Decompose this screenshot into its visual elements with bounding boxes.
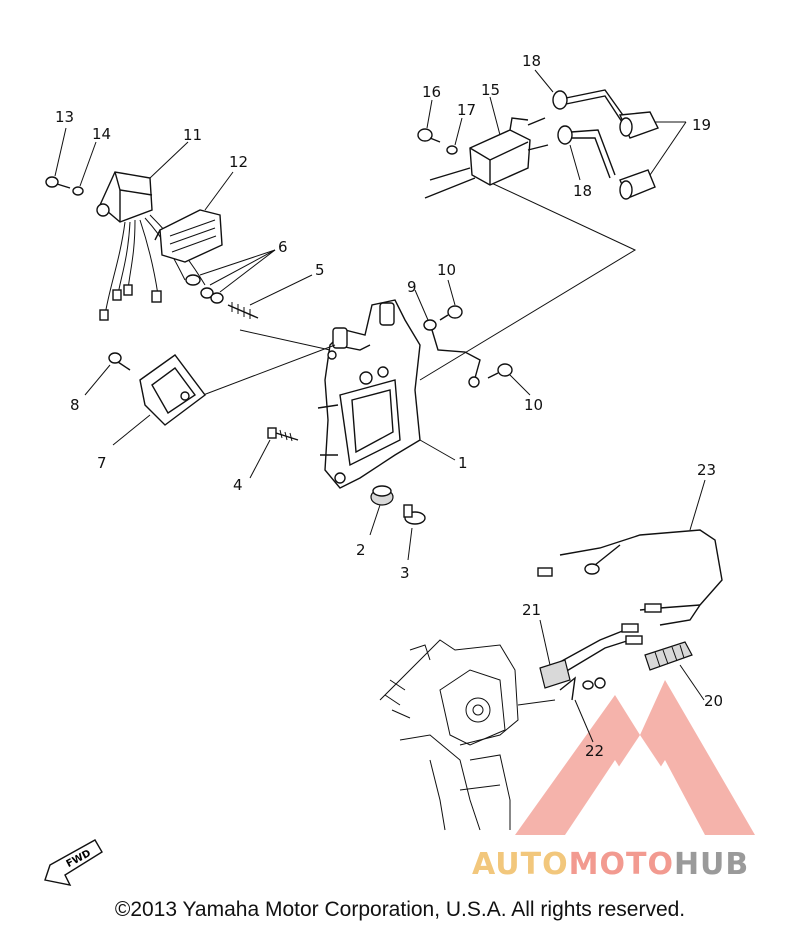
callout-15: 15 [481,81,500,99]
plug-cap-part-18a [552,89,626,123]
callout-6: 6 [278,238,288,256]
callout-12: 12 [229,153,248,171]
washer-part-14 [72,186,84,196]
screw-part-10a [439,305,463,321]
copyright-notice: ©2013 Yamaha Motor Corporation, U.S.A. A… [114,898,686,921]
callout-9: 9 [407,278,417,296]
callout-3: 3 [400,564,410,582]
watermark-hub: HUB [673,847,750,882]
callout-10b: 10 [524,396,543,414]
leader-lines [54,69,706,743]
callout-14: 14 [92,125,111,143]
screw-part-10b [487,363,513,379]
cdi-unit-part-11 [96,171,206,321]
bracket-part [317,299,421,489]
callout-18a: 18 [522,52,541,70]
wire-harness-part-23 [537,529,723,626]
callout-17: 17 [457,101,476,119]
callout-16: 16 [422,83,441,101]
plug-boot-part-19 [618,111,659,200]
callout-1: 1 [458,454,468,472]
washer-part-17 [446,145,458,155]
callout-19: 19 [692,116,711,134]
plug-cap-part-18b [557,125,616,179]
callout-22: 22 [585,742,604,760]
bolt-part-16 [417,128,441,143]
callout-11: 11 [183,126,202,144]
callout-21: 21 [522,601,541,619]
bolt-part-13 [45,176,71,189]
watermark-logo-icon [515,680,755,835]
callout-10a: 10 [437,261,456,279]
callout-23: 23 [697,461,716,479]
cover-part-7 [139,354,206,426]
callout-7: 7 [97,454,107,472]
callout-8: 8 [70,396,80,414]
screw-part-8 [108,352,131,371]
ground-lead-part-9 [423,319,481,388]
watermark-auto: AUTO [472,847,569,882]
callout-4: 4 [233,476,243,494]
washer-part-6 [185,274,224,304]
clip-part-22 [559,676,606,701]
callout-18b: 18 [573,182,592,200]
stop-switch-part-21 [539,623,643,689]
rectifier-part-12 [154,209,223,263]
sleeve-part-20 [644,641,693,671]
watermark-brand: AUTOMOTOHUB [472,847,749,882]
stud-part-5 [227,302,259,319]
callout-20: 20 [704,692,723,710]
callout-5: 5 [315,261,325,279]
watermark-moto: MOTO [568,847,674,882]
bolt-part-4 [267,427,299,442]
collar-bolt-part [403,504,426,525]
callout-2: 2 [356,541,366,559]
callout-13: 13 [55,108,74,126]
ignition-coil-part-15 [424,117,549,199]
fwd-arrow-icon: FWD [44,839,103,886]
engine-block-outline [379,639,556,831]
grommet-part [370,485,394,506]
